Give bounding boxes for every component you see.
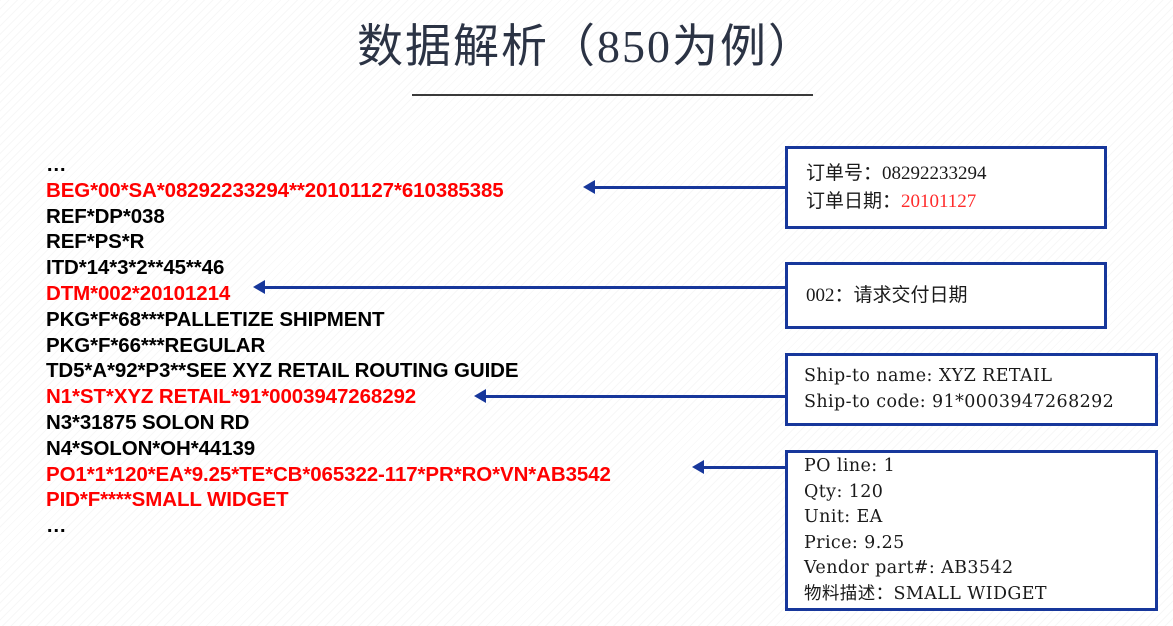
page-title: 数据解析（850为例） [357, 21, 816, 72]
arrow-shaft [483, 395, 785, 398]
callout-order-line-1: 订单号：08292233294 [788, 160, 1104, 188]
callout-poline-line-6: 物料描述：SMALL WIDGET [804, 583, 1048, 604]
callout-shipto-line-1: Ship-to name: XYZ RETAIL [804, 366, 1053, 386]
order-number-label: 订单号： [806, 162, 883, 184]
callout-poline-line-1: PO line: 1 [804, 456, 896, 476]
edi-line: PKG*F*66***REGULAR [46, 333, 266, 357]
title-divider [412, 94, 813, 96]
callout-shipto-line-2: Ship-to code: 91*0003947268292 [804, 391, 1115, 412]
edi-line: N1*ST*XYZ RETAIL*91*0003947268292 [46, 385, 417, 409]
callout-ship-to: Ship-to name: XYZ RETAIL Ship-to code: 9… [785, 353, 1158, 426]
arrow-shaft [701, 466, 785, 469]
edi-line: N4*SOLON*OH*44139 [46, 436, 256, 460]
arrowhead-icon [474, 389, 486, 403]
edi-line: DTM*002*20101214 [46, 281, 231, 305]
arrowhead-icon [253, 280, 265, 294]
edi-line: … [46, 153, 68, 176]
arrow-to-beg-segment [583, 180, 785, 194]
edi-line: REF*DP*038 [46, 204, 165, 228]
edi-line: PKG*F*68***PALLETIZE SHIPMENT [46, 307, 385, 331]
arrow-to-dtm-segment [253, 280, 785, 294]
arrow-to-po1-segment [692, 460, 785, 474]
edi-line: … [46, 514, 68, 538]
order-number-value: 08292233294 [882, 162, 987, 184]
arrowhead-icon [692, 460, 704, 474]
edi-line: ITD*14*3*2**45**46 [46, 256, 225, 280]
edi-line: PO1*1*120*EA*9.25*TE*CB*065322-117*PR*RO… [46, 462, 611, 486]
callout-dtm-line-1: 002：请求交付日期 [806, 284, 968, 306]
edi-line: REF*PS*R [46, 230, 145, 254]
edi-line: BEG*00*SA*08292233294**20101127*61038538… [46, 178, 504, 202]
callout-poline-line-2: Qty: 120 [804, 481, 884, 502]
order-date-label: 订单日期： [806, 190, 902, 212]
arrow-shaft [262, 286, 785, 289]
arrow-shaft [592, 186, 785, 189]
arrow-to-n1-segment [474, 389, 785, 403]
edi-line: N3*31875 SOLON RD [46, 410, 250, 434]
callout-dtm-qualifier: 002：请求交付日期 [785, 262, 1107, 329]
edi-message-block: …BEG*00*SA*08292233294**20101127*6103853… [46, 152, 746, 539]
callout-po-line-detail: PO line: 1 Qty: 120 Unit: EA Price: 9.25… [785, 450, 1158, 611]
callout-poline-line-5: Vendor part#: AB3542 [804, 558, 1014, 578]
callout-poline-line-3: Unit: EA [804, 507, 883, 527]
edi-line: PID*F****SMALL WIDGET [46, 488, 289, 512]
edi-line: TD5*A*92*P3**SEE XYZ RETAIL ROUTING GUID… [46, 359, 519, 383]
callout-order-number: 订单号：08292233294 订单日期：20101127 [785, 146, 1107, 229]
callout-poline-line-4: Price: 9.25 [804, 532, 905, 553]
arrowhead-icon [583, 180, 595, 194]
callout-order-line-2: 订单日期：20101127 [788, 188, 1104, 216]
order-date-value: 20101127 [901, 190, 977, 212]
